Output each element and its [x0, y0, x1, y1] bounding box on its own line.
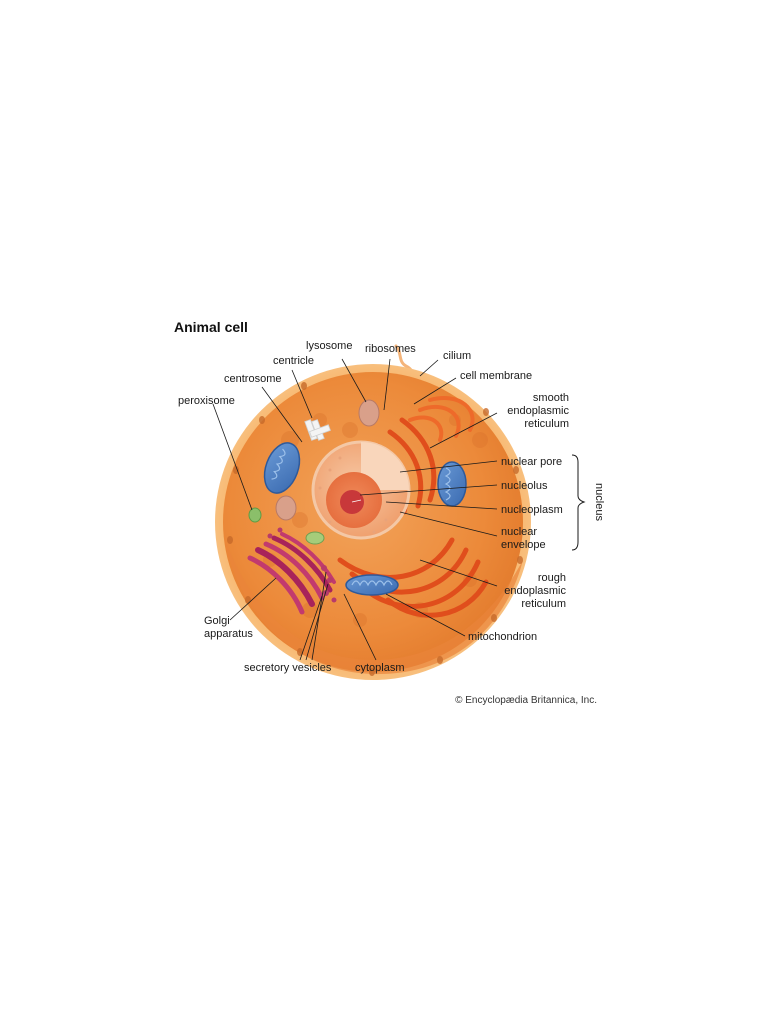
- vesicle-organelle: [275, 495, 297, 521]
- label-rough-er-line2: endoplasmic: [504, 585, 566, 597]
- label-secretory-vesicles: secretory vesicles: [244, 662, 332, 674]
- label-lysosome: lysosome: [306, 340, 352, 352]
- label-golgi-line2: apparatus: [204, 628, 253, 640]
- nuclear-cutaway: [361, 442, 409, 490]
- diagram-title: Animal cell: [174, 319, 248, 335]
- label-golgi-line1: Golgi: [204, 615, 230, 627]
- label-centricle: centricle: [273, 355, 314, 367]
- label-cell-membrane: cell membrane: [460, 370, 532, 382]
- label-rough-er-line3: reticulum: [521, 598, 566, 610]
- label-peroxisome: peroxisome: [178, 395, 235, 407]
- label-nucleoplasm: nucleoplasm: [501, 504, 563, 516]
- mitochondrion-bottom: [345, 574, 399, 596]
- label-nucleus: nucleus: [593, 483, 605, 521]
- mitochondrion-right: [437, 461, 467, 507]
- label-cilium: cilium: [443, 350, 471, 362]
- nucleus: [311, 440, 411, 540]
- peroxisome: [248, 507, 262, 523]
- label-smooth-er-line2: endoplasmic: [507, 405, 569, 417]
- centriole: [304, 419, 331, 441]
- copyright-credit: © Encyclopædia Britannica, Inc.: [455, 695, 597, 706]
- golgi-apparatus: [247, 532, 336, 615]
- leader-lines: [212, 358, 498, 661]
- nucleus-bracket: [571, 454, 586, 551]
- label-ribosomes: ribosomes: [365, 343, 416, 355]
- label-cytoplasm: cytoplasm: [355, 662, 405, 674]
- label-rough-er-line1: rough: [538, 572, 566, 584]
- label-smooth-er-line3: reticulum: [524, 418, 569, 430]
- label-nuclear-envelope-line2: envelope: [501, 539, 546, 551]
- label-smooth-er-line1: smooth: [533, 392, 569, 404]
- mitochondrion-left: [263, 442, 301, 494]
- label-nucleolus: nucleolus: [501, 480, 548, 492]
- peroxisome-2: [305, 531, 325, 545]
- label-mitochondrion: mitochondrion: [468, 631, 537, 643]
- smooth-endoplasmic-reticulum: [408, 396, 475, 442]
- label-nuclear-envelope-line1: nuclear: [501, 526, 537, 538]
- label-nuclear-pore: nuclear pore: [501, 456, 562, 468]
- lysosome: [358, 399, 380, 427]
- label-centrosome: centrosome: [224, 373, 281, 385]
- secretory-vesicles: [267, 527, 337, 603]
